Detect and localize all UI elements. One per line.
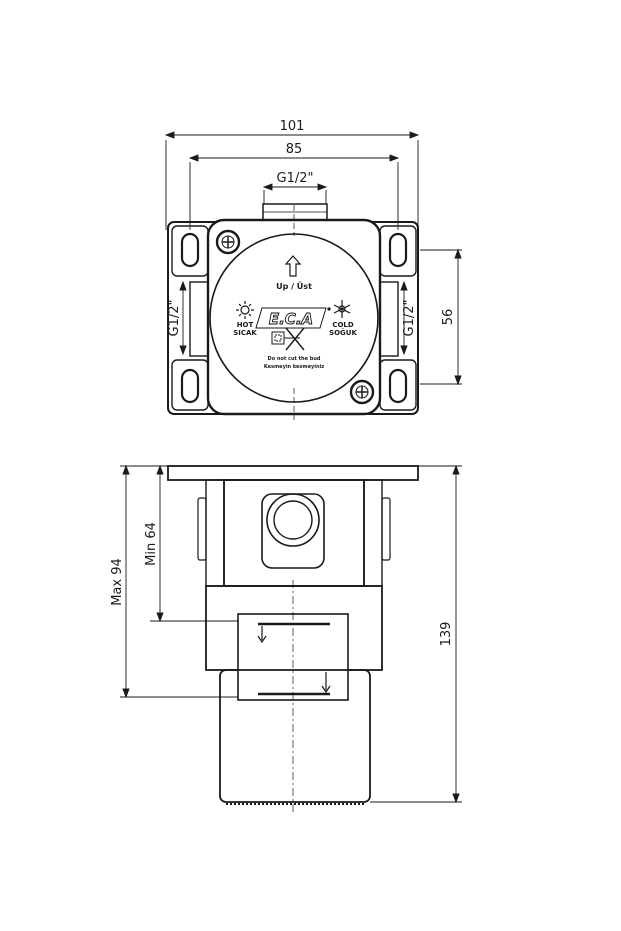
- dim-height-56: [420, 248, 462, 386]
- hot-tr-label: SICAK: [233, 329, 257, 337]
- dim-overall-width-label: 101: [280, 119, 305, 134]
- dim-right-thread: [400, 280, 408, 356]
- dim-total: [370, 464, 462, 804]
- dim-left-thread: [179, 280, 187, 356]
- sun-icon: [236, 301, 254, 319]
- top-view: [164, 131, 462, 420]
- snowflake-icon: [333, 300, 351, 318]
- hot-label: HOT: [237, 321, 254, 329]
- cold-label: COLD: [332, 321, 354, 329]
- warning-line2: Kesmeyin kesmeyiniz: [264, 364, 324, 370]
- eca-logo: E.C.A: [255, 307, 331, 329]
- dim-min-label: Min 64: [144, 522, 159, 566]
- dim-min: [150, 464, 238, 623]
- side-view: [120, 464, 462, 815]
- dim-top-thread-label: G1/2": [277, 171, 314, 186]
- dim-inner-width-label: 85: [286, 142, 303, 157]
- cut-warning-icon: [271, 327, 305, 351]
- logo-text: E.C.A: [269, 310, 313, 328]
- dim-total-label: 139: [439, 622, 454, 647]
- dim-max-label: Max 94: [110, 558, 125, 606]
- dim-inner-width: [188, 154, 400, 230]
- dim-right-thread-label: G1/2": [402, 300, 417, 337]
- warning-line1: Do not cut the bud: [268, 356, 321, 362]
- screw-icon: [215, 229, 241, 255]
- dim-max: [120, 464, 238, 699]
- screw-icon: [349, 379, 375, 405]
- cold-tr-label: SOĞUK: [329, 328, 357, 337]
- arrow-up-icon: [284, 255, 302, 277]
- up-label: Up / Üst: [276, 281, 312, 291]
- dim-height-label: 56: [441, 309, 456, 326]
- dim-left-thread-label: G1/2": [167, 300, 182, 337]
- dim-overall-width: [164, 131, 420, 230]
